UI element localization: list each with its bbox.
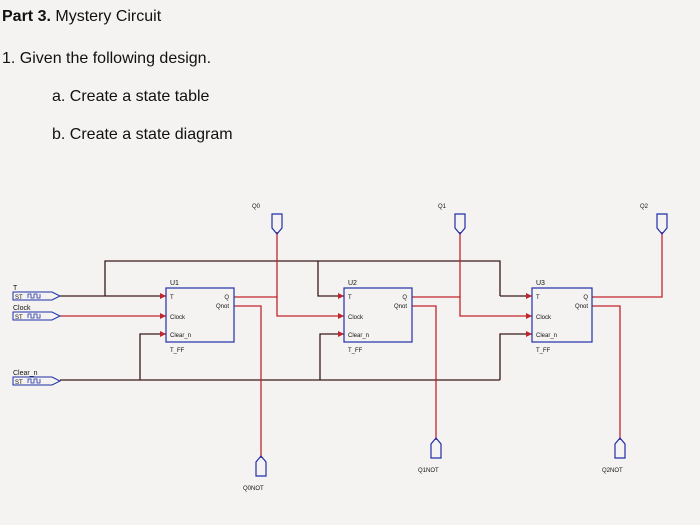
input-clear-port	[12, 376, 62, 386]
u2-t-pin: T	[348, 295, 352, 301]
q1-port	[454, 213, 466, 235]
u3-clear-pin: Clear_n	[536, 333, 557, 339]
flipflop-u2: U2 T Q Qnot Clock Clear_n T_FF	[343, 280, 413, 354]
u1-q-to-u2-clock	[234, 296, 344, 317]
u2-type: T_FF	[348, 348, 363, 354]
u2-q-pin: Q	[402, 295, 407, 301]
input-t-port	[12, 291, 62, 301]
input-t-label: T	[13, 285, 18, 292]
u3-q-pin: Q	[583, 295, 588, 301]
part-title: Part 3. Mystery Circuit	[2, 8, 161, 26]
u1-q-pin: Q	[224, 295, 229, 301]
u1-type: T_FF	[170, 348, 185, 354]
q2not-wire	[592, 305, 621, 440]
q2-port	[656, 213, 668, 235]
input-clock-tag: ST	[15, 315, 23, 321]
item-b-text: b. Create a state diagram	[52, 126, 233, 143]
q1not-label: Q1NOT	[418, 468, 439, 474]
u3-clock-arrow	[526, 313, 532, 319]
input-t-tag: ST	[15, 295, 23, 301]
q1not-wire	[412, 305, 437, 440]
red-wires	[60, 232, 663, 458]
u1-box	[165, 287, 235, 343]
q0-label: Q0	[252, 204, 261, 210]
u3-clock-pin: Clock	[536, 315, 552, 321]
input-clock-port	[12, 311, 62, 321]
pin-arrows	[160, 293, 532, 337]
u1-clear-arrow	[160, 331, 166, 337]
input-clear-connector: Clear_n ST	[12, 370, 62, 386]
flipflop-u3: U3 T Q Qnot Clock Clear_n T_FF	[531, 280, 593, 354]
q1not-port	[430, 437, 442, 459]
u2-t-arrow	[338, 293, 344, 299]
u3-clear-wire	[499, 333, 532, 380]
q2not-label: Q2NOT	[602, 468, 623, 474]
u3-clear-arrow	[526, 331, 532, 337]
u2-clear-pin: Clear_n	[348, 333, 369, 339]
q2-wire	[592, 232, 663, 298]
input-clear-wave-icon	[27, 378, 41, 384]
u1-clear-pin: Clear_n	[170, 333, 191, 339]
u3-t-arrow	[526, 293, 532, 299]
u3-t-pin: T	[536, 295, 540, 301]
u2-clock-arrow	[338, 313, 344, 319]
u2-clear-arrow	[338, 331, 344, 337]
dark-wires	[60, 260, 532, 381]
question-text: 1. Given the following design.	[2, 50, 212, 67]
u3-box	[531, 287, 593, 343]
u1-t-arrow	[160, 293, 166, 299]
u3-qnot-pin: Qnot	[575, 304, 588, 310]
q0-port	[271, 213, 283, 235]
q0not-wire	[234, 305, 262, 458]
u1-clear-wire	[139, 333, 166, 380]
output-q-ports	[271, 213, 668, 235]
top-bus-wire	[104, 260, 501, 296]
u2-qnot-pin: Qnot	[394, 304, 407, 310]
q1-label: Q1	[438, 204, 447, 210]
q0not-label: Q0NOT	[243, 486, 264, 492]
u1-t-pin: T	[170, 295, 174, 301]
input-t-wave-icon	[27, 293, 41, 299]
input-clear-tag: ST	[15, 380, 23, 386]
u2-id: U2	[348, 280, 357, 287]
u1-id: U1	[170, 280, 179, 287]
part-title-text: Mystery Circuit	[55, 8, 162, 25]
u2-q-to-u3-clock	[412, 296, 532, 317]
input-clock-label: Clock	[13, 305, 31, 312]
u1-qnot-pin: Qnot	[216, 304, 229, 310]
part-label: Part 3.	[2, 8, 51, 25]
q0not-port	[255, 455, 267, 477]
u2-t-wire	[317, 261, 344, 297]
u1-clock-pin: Clock	[170, 315, 186, 321]
u3-type: T_FF	[536, 348, 551, 354]
u1-clock-arrow	[160, 313, 166, 319]
u3-id: U3	[536, 280, 545, 287]
u2-clock-pin: Clock	[348, 315, 364, 321]
q2not-port	[614, 437, 626, 459]
input-clock-wave-icon	[27, 313, 41, 319]
u2-clear-wire	[319, 333, 344, 380]
u2-box	[343, 287, 413, 343]
output-qnot-ports	[255, 437, 626, 477]
input-clear-label: Clear_n	[13, 370, 38, 377]
item-a-text: a. Create a state table	[52, 88, 210, 105]
q2-label: Q2	[640, 204, 649, 210]
input-t-connector: T ST	[12, 285, 62, 301]
input-clock-connector: Clock ST	[12, 305, 62, 321]
flipflop-u1: U1 T Q Qnot Clock Clear_n T_FF	[165, 280, 235, 354]
